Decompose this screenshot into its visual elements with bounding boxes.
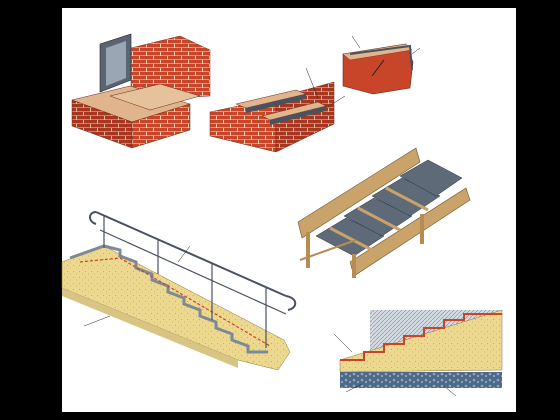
stepped-concrete-profile (69, 244, 268, 354)
callout-line-corner (351, 35, 361, 49)
concrete-underside (62, 288, 238, 368)
handrail-mid (99, 229, 287, 315)
formwork-side-board (297, 147, 421, 239)
metal-profile-steps-illustration (209, 67, 346, 153)
handrail-end-curl (285, 295, 297, 311)
corner-detail-illustration (342, 35, 421, 95)
handrail-top (95, 211, 287, 297)
callout-line-rebar (177, 245, 191, 263)
callout-line-membrane (333, 333, 353, 353)
formwork-riser-3 (385, 186, 429, 212)
metal-angle-1 (246, 94, 306, 113)
corner-anchor-bolt (371, 59, 385, 77)
sloped-soil (339, 309, 503, 373)
callout-line-soil (443, 385, 457, 397)
door-opening (106, 41, 126, 86)
formwork-post-1 (306, 232, 310, 268)
formwork-riser-2 (357, 206, 401, 232)
concrete-stair-illustration (61, 211, 297, 371)
formwork-post-3 (420, 214, 424, 244)
metal-angle-2 (270, 106, 326, 125)
callout-line-base (83, 315, 111, 327)
callout-line-profile (325, 95, 346, 109)
gravel-layer (340, 372, 502, 388)
formwork-brace (299, 239, 357, 261)
brick-lower-step-top (109, 83, 201, 111)
compacted-base-illustration (333, 309, 503, 397)
callout-line-anchor (305, 67, 319, 99)
rebar-line (79, 257, 271, 347)
brick-step-side (131, 103, 191, 149)
corner-metal-angle (349, 44, 413, 71)
handrail-start-curl (89, 211, 97, 225)
callout-line-slab (345, 383, 363, 393)
formwork-illustration (297, 147, 471, 278)
callout-line-corner-2 (411, 47, 421, 55)
formwork-riser-1 (329, 226, 373, 252)
compacted-step-profile (340, 313, 502, 361)
formwork-tread-4 (399, 159, 463, 197)
formwork-post-2 (352, 254, 356, 278)
brick-steps-illustration (71, 33, 211, 149)
